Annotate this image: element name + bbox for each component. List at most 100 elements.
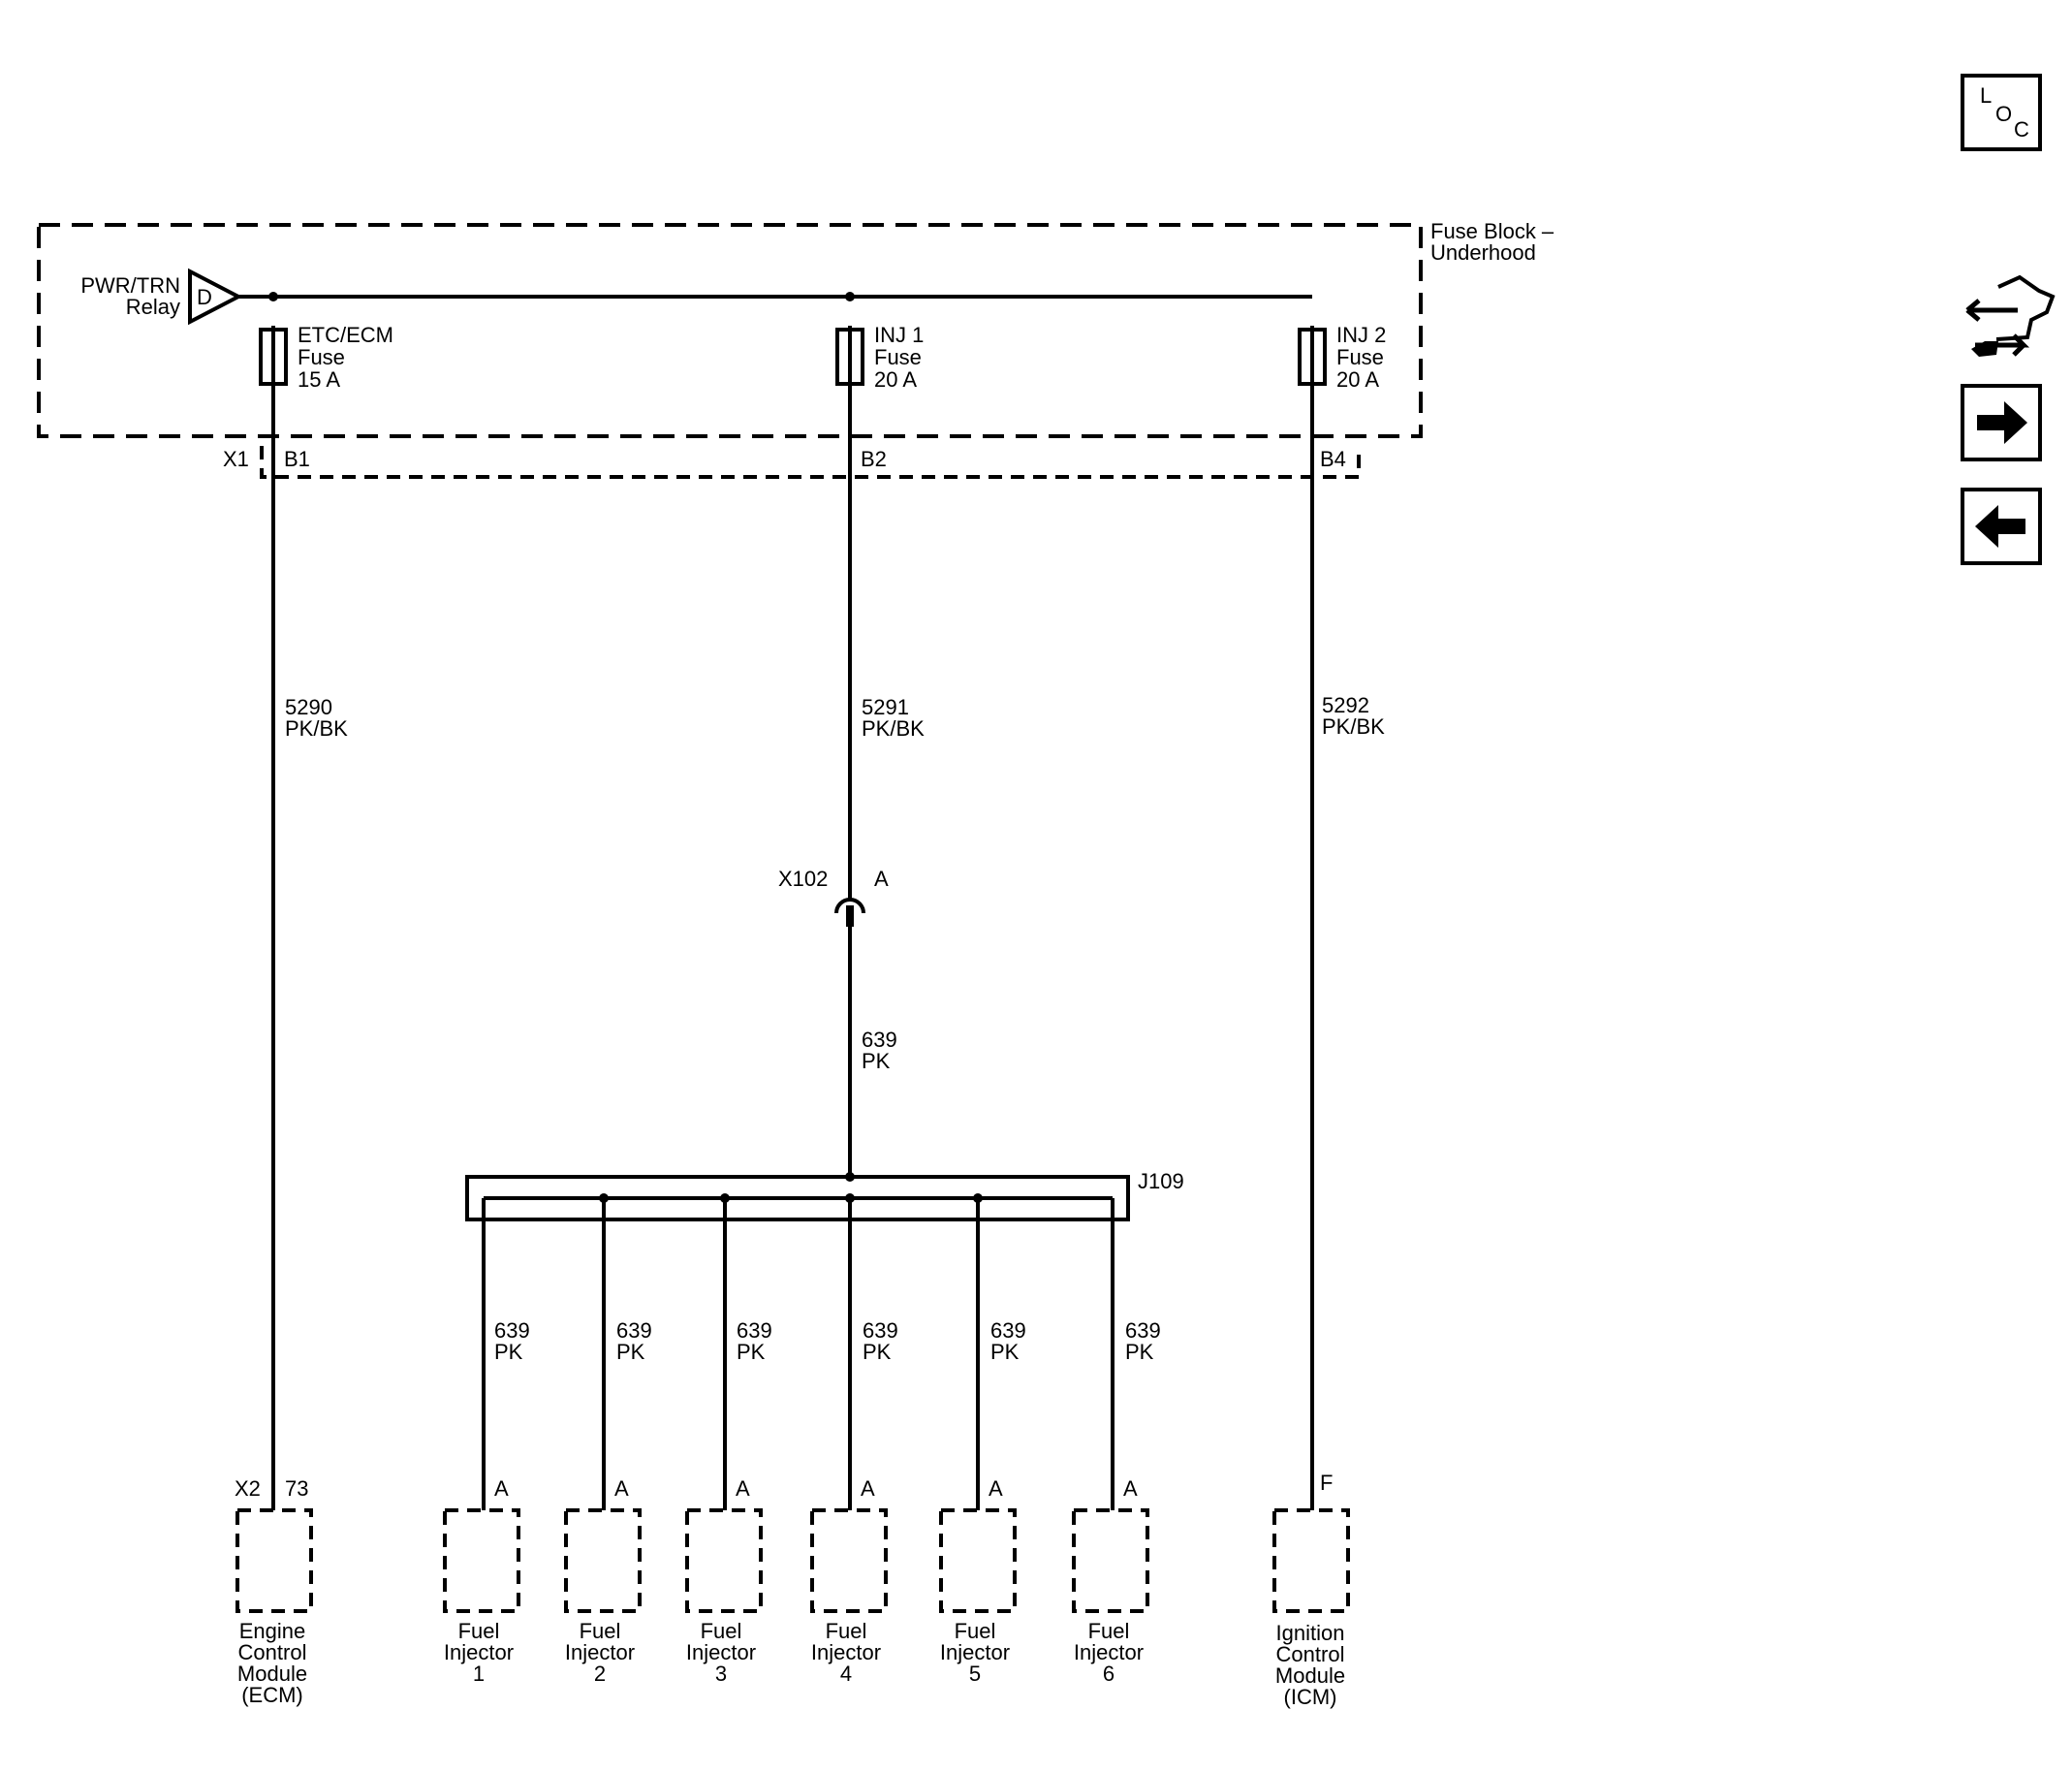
loc-icon[interactable]: L O C xyxy=(1961,74,2042,151)
fuse-name: INJ 2 xyxy=(1336,323,1386,347)
fuel-injector-1[interactable]: A Fuel Injector 1 xyxy=(443,1476,520,1686)
circuit-5290-color: PK/BK xyxy=(285,716,348,741)
injector-wire-1: 639 PK xyxy=(482,1198,530,1510)
wire-color: PK xyxy=(737,1340,766,1364)
ecm-label-line3: Module xyxy=(237,1662,307,1686)
injector-label-line3: 2 xyxy=(594,1662,606,1686)
icm-label-line1: Ignition xyxy=(1276,1621,1345,1645)
injector-label-line2: Injector xyxy=(811,1640,881,1664)
injector-pin-label: A xyxy=(614,1476,629,1501)
injector-label-line1: Fuel xyxy=(1088,1619,1130,1643)
arrow-right-icon[interactable] xyxy=(1961,384,2042,461)
circuit-5292-number: 5292 xyxy=(1322,693,1369,717)
fuse-rating: 15 A xyxy=(298,367,340,392)
ignition-control-module[interactable]: F Ignition Control Module (ICM) xyxy=(1272,1471,1350,1709)
wire-number: 639 xyxy=(1125,1318,1161,1343)
injector-pin-label: A xyxy=(861,1476,875,1501)
connector-x1: X1 B1 B2 B4 xyxy=(223,446,1361,479)
icm-label-line4: (ICM) xyxy=(1284,1685,1337,1709)
circuit-5290-number: 5290 xyxy=(285,695,332,719)
relay-label-line2: Relay xyxy=(126,295,180,319)
fuel-injector-4[interactable]: A Fuel Injector 4 xyxy=(810,1476,888,1686)
splice-pack-j109: J109 xyxy=(465,1169,1184,1221)
injector-wire-6: 639 PK xyxy=(1111,1198,1161,1510)
icm-label-line2: Control xyxy=(1276,1642,1345,1666)
circuit-5291-color: PK/BK xyxy=(862,716,925,741)
fuse-block-subtitle: Underhood xyxy=(1430,240,1536,265)
injector-pin-label: A xyxy=(494,1476,509,1501)
injector-label-line2: Injector xyxy=(444,1640,514,1664)
ecm-label-line4: (ECM) xyxy=(241,1683,303,1707)
loc-letter-l: L xyxy=(1980,83,1992,108)
x102-pin-label: A xyxy=(874,867,889,891)
inline-connector-x102: X102 A xyxy=(778,867,889,927)
bus-junction-1 xyxy=(268,292,278,301)
engine-control-module[interactable]: X2 73 Engine Control Module (ECM) xyxy=(235,1476,313,1707)
wire-color: PK xyxy=(494,1340,523,1364)
injector-wire-5: 639 PK xyxy=(973,1193,1026,1510)
fuse-word: Fuse xyxy=(1336,345,1384,369)
injector-label-line2: Injector xyxy=(686,1640,756,1664)
injector-label-line2: Injector xyxy=(1074,1640,1144,1664)
fuse-inj-2: INJ 2 Fuse 20 A xyxy=(1298,323,1386,392)
injector-label-line1: Fuel xyxy=(580,1619,621,1643)
fuse-block-title: Fuse Block – xyxy=(1430,219,1554,243)
wire-color: PK xyxy=(1125,1340,1154,1364)
pwr-trn-relay: PWR/TRN Relay D xyxy=(80,268,243,326)
injector-wire-3: 639 PK xyxy=(720,1193,772,1510)
bus-junction-2 xyxy=(845,292,855,301)
injector-wire-2: 639 PK xyxy=(599,1193,652,1510)
circuit-639-number: 639 xyxy=(862,1028,897,1052)
ecm-label-line1: Engine xyxy=(239,1619,306,1643)
wire-number: 639 xyxy=(616,1318,652,1343)
loc-letter-c: C xyxy=(2014,117,2029,142)
fuse-inj-1: INJ 1 Fuse 20 A xyxy=(835,323,924,392)
wire-number: 639 xyxy=(990,1318,1026,1343)
wire-color: PK xyxy=(990,1340,1020,1364)
fuel-injector-6[interactable]: A Fuel Injector 6 xyxy=(1072,1476,1149,1686)
injector-label-line2: Injector xyxy=(940,1640,1010,1664)
injector-label-line1: Fuel xyxy=(458,1619,500,1643)
injector-label-line3: 4 xyxy=(840,1662,852,1686)
fuse-rating: 20 A xyxy=(1336,367,1379,392)
arrow-left-icon[interactable] xyxy=(1961,488,2042,565)
fuse-word: Fuse xyxy=(298,345,345,369)
injector-label-line1: Fuel xyxy=(955,1619,996,1643)
injector-label-line3: 5 xyxy=(969,1662,981,1686)
ecm-connector-label: X2 xyxy=(235,1476,261,1501)
injector-label-line3: 6 xyxy=(1103,1662,1114,1686)
fuse-name: ETC/ECM xyxy=(298,323,393,347)
relay-label-line1: PWR/TRN xyxy=(80,273,180,298)
loc-letter-o: O xyxy=(1995,102,2012,126)
injector-pin-label: A xyxy=(1123,1476,1138,1501)
fuse-rating: 20 A xyxy=(874,367,917,392)
injector-pin-label: A xyxy=(736,1476,750,1501)
injector-label-line1: Fuel xyxy=(826,1619,867,1643)
injector-label-line3: 3 xyxy=(715,1662,727,1686)
x102-label: X102 xyxy=(778,867,828,891)
icm-label-line3: Module xyxy=(1275,1663,1345,1688)
component-view-icon[interactable] xyxy=(1965,274,2056,357)
injector-label-line1: Fuel xyxy=(701,1619,742,1643)
injector-label-line2: Injector xyxy=(565,1640,635,1664)
wire-color: PK xyxy=(616,1340,645,1364)
wire-number: 639 xyxy=(863,1318,898,1343)
pin-b1-label: B1 xyxy=(284,447,310,471)
j109-label: J109 xyxy=(1138,1169,1184,1193)
wire-number: 639 xyxy=(737,1318,772,1343)
connector-x1-label: X1 xyxy=(223,447,249,471)
fuel-injector-5[interactable]: A Fuel Injector 5 xyxy=(939,1476,1017,1686)
fuel-injector-2[interactable]: A Fuel Injector 2 xyxy=(564,1476,642,1686)
fuse-word: Fuse xyxy=(874,345,922,369)
circuit-639-color: PK xyxy=(862,1049,891,1073)
injector-label-line3: 1 xyxy=(473,1662,485,1686)
wire-number: 639 xyxy=(494,1318,530,1343)
injector-wires: 639 PK 639 PK 639 PK 639 PK 639 PK xyxy=(482,1193,1161,1510)
injector-wire-4: 639 PK xyxy=(845,1193,898,1510)
fuse-etc-ecm: ETC/ECM Fuse 15 A xyxy=(259,323,393,392)
ecm-label-line2: Control xyxy=(238,1640,307,1664)
fuse-block-underhood: Fuse Block – Underhood xyxy=(37,219,1554,438)
fuel-injector-3[interactable]: A Fuel Injector 3 xyxy=(685,1476,763,1686)
pin-b4-label: B4 xyxy=(1320,447,1346,471)
